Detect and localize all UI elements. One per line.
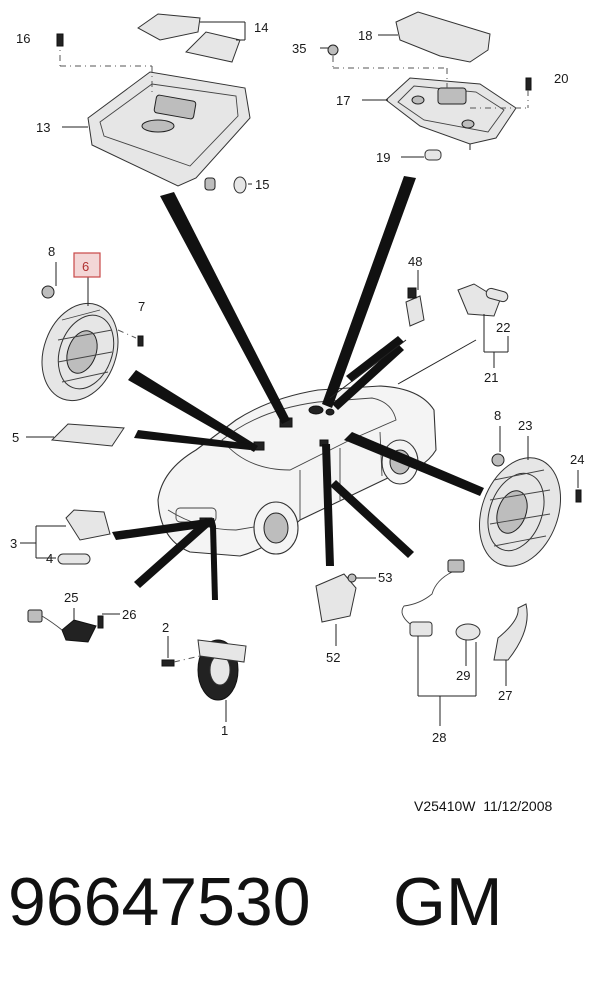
callout-7: 7 (138, 299, 145, 314)
callout-14: 14 (254, 20, 268, 35)
callout-23: 23 (518, 418, 532, 433)
callout-17: 17 (336, 93, 350, 108)
callout-48: 48 (408, 254, 422, 269)
leader-wedges (112, 176, 484, 600)
leader-line-48 (329, 339, 407, 399)
right-small-parts (315, 270, 582, 726)
callout-15: 15 (255, 177, 269, 192)
callout-28: 28 (432, 730, 446, 745)
front-door-speaker-left (41, 262, 144, 402)
dome-lamp-assembly (56, 13, 252, 194)
callout-18: 18 (358, 28, 372, 43)
callout-29: 29 (456, 668, 470, 683)
part-number: 96647530 (8, 864, 311, 940)
callout-1: 1 (221, 723, 228, 738)
callout-13: 13 (36, 120, 50, 135)
callout-3: 3 (10, 536, 17, 551)
callout-26: 26 (122, 607, 136, 622)
callout-20: 20 (554, 71, 568, 86)
highlighted-part-box (73, 252, 101, 278)
drawing-reference-code: V25410W 11/12/2008 (414, 798, 553, 814)
map-lamp-assembly (320, 11, 532, 161)
callout-24: 24 (570, 452, 584, 467)
callout-53: 53 (378, 570, 392, 585)
callout-8-right: 8 (494, 408, 501, 423)
brand-name: GM (393, 864, 503, 940)
callout-27: 27 (498, 688, 512, 703)
left-small-parts (20, 423, 247, 722)
callout-52: 52 (326, 650, 340, 665)
callout-6: 6 (82, 259, 89, 274)
leader-line-21 (397, 339, 477, 385)
callout-19: 19 (376, 150, 390, 165)
callout-4: 4 (46, 551, 53, 566)
callout-25: 25 (64, 590, 78, 605)
callout-5: 5 (12, 430, 19, 445)
callout-2: 2 (162, 620, 169, 635)
callout-35: 35 (292, 41, 306, 56)
callout-16: 16 (16, 31, 30, 46)
callout-22: 22 (496, 320, 510, 335)
callout-8-left: 8 (48, 244, 55, 259)
callout-21: 21 (484, 370, 498, 385)
